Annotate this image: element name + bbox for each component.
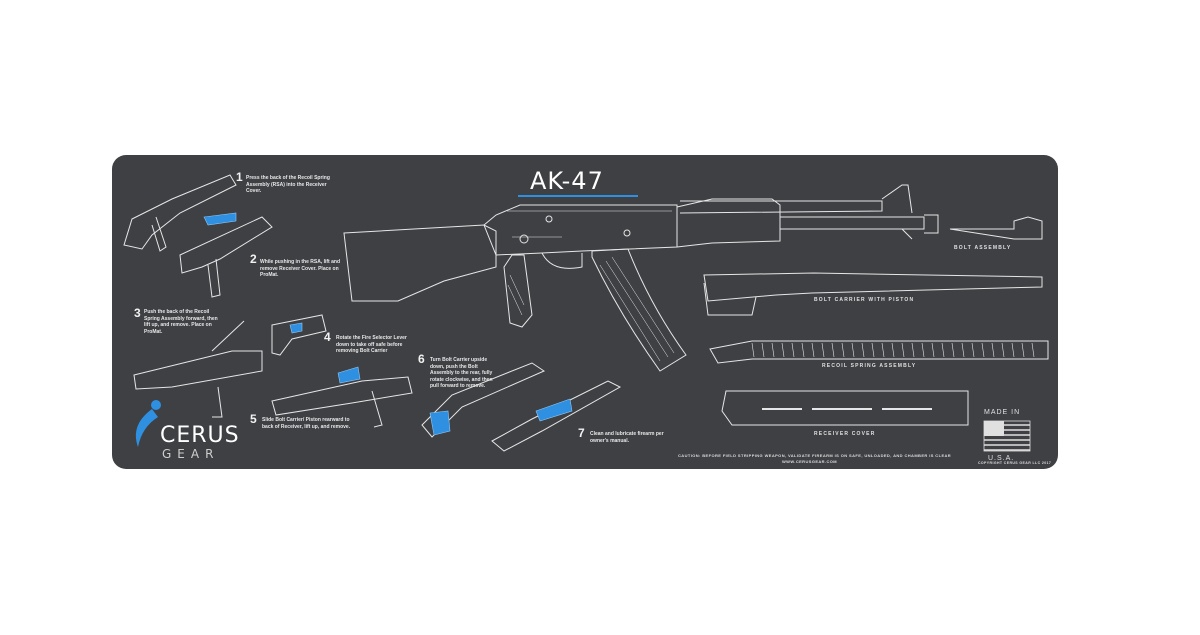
step-7-number: 7 [578, 426, 585, 440]
recoil-spring-art [709, 340, 1049, 364]
step-2-number: 2 [250, 252, 257, 266]
step2-highlight [203, 212, 237, 226]
step-5-number: 5 [250, 412, 257, 426]
us-flag-icon [983, 420, 1031, 452]
title-underline [518, 195, 638, 197]
step3-drawing [133, 350, 263, 390]
caution-text: CAUTION: BEFORE FIELD STRIPPING WEAPON, … [678, 453, 952, 458]
product-title: AK-47 [530, 167, 604, 195]
cerus-logo-mark [135, 400, 161, 447]
step1-drawing [123, 174, 237, 250]
copyright-text: COPYRIGHT CERUS GEAR LLC 2017 [978, 461, 1052, 465]
bolt-carrier-art [703, 272, 1043, 302]
step-3-text: Push the back of the Recoil Spring Assem… [144, 309, 218, 335]
rifle-barrel [780, 216, 925, 230]
rifle-stock [343, 224, 497, 302]
step2-drawing [179, 216, 273, 274]
receiver-cover-art [721, 390, 969, 426]
step-6-text: Turn Bolt Carrier upside down, push the … [430, 357, 493, 389]
rifle-handguard [676, 198, 781, 248]
step-7-text: Clean and lubricate firearm per owner's … [590, 431, 664, 444]
brand-name: CERUS [160, 423, 240, 448]
bolt-assembly-art [949, 216, 1043, 240]
label-recoil-spring: RECOIL SPRING ASSEMBLY [822, 363, 917, 369]
step7-drawing [491, 380, 622, 452]
step-1-text: Press the back of the Recoil Spring Asse… [246, 175, 330, 194]
made-in-line2: U.S.A. [988, 455, 1015, 462]
step-2-text: While pushing in the RSA, lift and remov… [260, 259, 340, 278]
step6-drawing [421, 362, 546, 438]
step-5-text: Slide Bolt Carrier/ Piston rearward to b… [262, 417, 351, 430]
brand-sub: GEAR [162, 447, 220, 461]
step-1-number: 1 [236, 170, 243, 184]
step-6-number: 6 [418, 352, 425, 366]
label-receiver-cover: RECEIVER COVER [814, 431, 876, 437]
step-4-text: Rotate the Fire Selector Lever down to t… [336, 335, 407, 354]
step5-highlight [337, 366, 361, 384]
step-4-number: 4 [324, 330, 331, 344]
made-in-line1: MADE IN [984, 409, 1021, 416]
step7-highlight [535, 398, 573, 422]
website-text: WWW.CERUSGEAR.COM [782, 459, 838, 464]
step6-highlight [429, 410, 451, 436]
rifle-receiver [483, 204, 678, 256]
mat-artwork [123, 174, 1049, 452]
rifle-grip [503, 254, 533, 328]
step-3-number: 3 [134, 306, 141, 320]
label-bolt-carrier: BOLT CARRIER WITH PISTON [814, 297, 915, 303]
gun-mat: AK-47 1 Press the back of the Recoil Spr… [112, 155, 1058, 469]
label-bolt-assembly: BOLT ASSEMBLY [954, 245, 1012, 251]
step4-drawing [271, 314, 327, 356]
rifle-magazine [591, 248, 687, 372]
step5-drawing [271, 376, 413, 416]
